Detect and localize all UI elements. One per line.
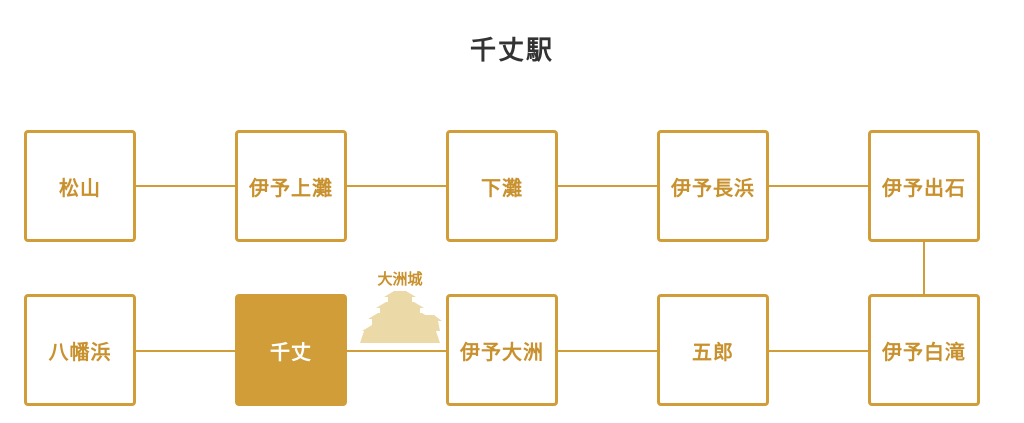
castle-icon	[360, 291, 442, 343]
line-iyo-izushi-iyo-hirataki	[923, 241, 925, 295]
station-senjo-current[interactable]: 千丈	[235, 294, 347, 406]
line-iyo-kaminada-shimonada	[347, 185, 447, 187]
line-iyo-nagahama-iyo-izushi	[769, 185, 869, 187]
page-title: 千丈駅	[469, 36, 554, 66]
line-shimonada-iyo-nagahama	[558, 185, 658, 187]
station-goro[interactable]: 五郎	[657, 294, 769, 406]
line-matsuyama-iyo-kaminada	[136, 185, 236, 187]
line-yawatahama-senjo	[136, 350, 236, 352]
line-senjo-iyo-ozu	[347, 350, 447, 352]
line-goro-iyo-hirataki	[769, 350, 869, 352]
station-matsuyama[interactable]: 松山	[24, 130, 136, 242]
station-iyo-ozu[interactable]: 伊予大洲	[446, 294, 558, 406]
station-iyo-izushi[interactable]: 伊予出石	[868, 130, 980, 242]
line-iyo-ozu-goro	[558, 350, 658, 352]
station-iyo-kaminada[interactable]: 伊予上灘	[235, 130, 347, 242]
station-iyo-nagahama[interactable]: 伊予長浜	[657, 130, 769, 242]
station-shimonada[interactable]: 下灘	[446, 130, 558, 242]
station-iyo-hirataki[interactable]: 伊予白滝	[868, 294, 980, 406]
landmark-label: 大洲城	[377, 270, 423, 288]
station-yawatahama[interactable]: 八幡浜	[24, 294, 136, 406]
